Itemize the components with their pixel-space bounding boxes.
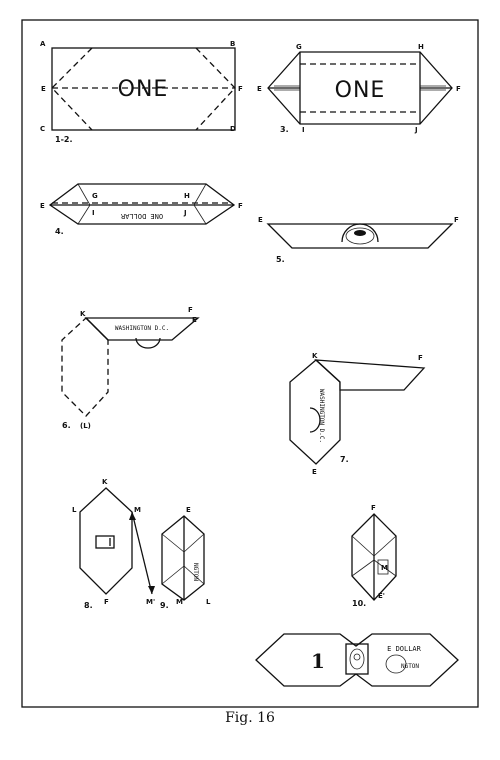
point-label-f-3: F [456,85,461,93]
point-label-j-4: J [183,209,187,217]
point-label-e-4: E [40,202,45,210]
point-label-f-5: F [454,216,459,224]
point-label-i: I [302,126,305,134]
step-9: NGTON E L M 9. [160,506,211,610]
point-label-e-9: E [186,506,191,514]
step-label-9: 9. [160,601,169,610]
step-label-4: 4. [55,227,64,236]
point-label-g-4: G [92,192,98,200]
point-label-m: M [134,506,141,514]
point-label-e-5: E [258,216,263,224]
point-label-c: C [40,125,45,133]
point-label-l-paren: (L) [80,422,91,430]
point-label-f: F [238,85,243,93]
page-frame [21,19,479,708]
step-label-6: 6. [62,421,71,430]
hexagon-9 [161,515,205,601]
step-label-8: 8. [84,601,93,610]
bill-label-washington: WASHINGTON D.C. [115,325,169,332]
point-label-f-7: F [418,354,423,362]
point-label-f-8: F [104,598,109,606]
step-6: WASHINGTON D.C. K F E (L) 6. [61,306,200,430]
portrait-center [345,643,369,675]
strip-6-edge [85,317,109,341]
step-label-7: 7. [340,455,349,464]
point-label-k-8: K [102,478,108,486]
final-label-e-dollar: E DOLLAR [387,645,422,653]
bill-label-one: ONE [118,77,169,102]
bill-rectangle [51,47,236,131]
final-result: 1 E DOLLAR NGTON [255,633,459,687]
step-label-5: 5. [276,255,285,264]
point-label-i-4: I [92,209,95,217]
step-1-2: ONE A B E F C D 1-2. [40,40,243,144]
point-label-e-prime: E' [378,592,385,600]
step-7: WASHINGTON D.C. K F E 7. [289,352,426,476]
point-label-f-6: F [188,306,193,314]
point-label-h: H [418,43,424,51]
point-label-e-6: E [192,316,197,324]
point-label-d: D [230,125,236,133]
bill-label-washington-7: WASHINGTON D.C. [318,389,325,443]
step-label-1-2: 1-2. [55,135,73,144]
numeral-plate [95,535,115,549]
step-label-3: 3. [280,125,289,134]
step-4: ONE DOLLAR G H I J E F 4. [40,183,243,236]
arrow-m-m-prime [131,511,153,595]
point-label-a: A [40,40,46,48]
final-label-ngton: NGTON [401,663,419,670]
step-5: E F 5. [258,216,459,264]
final-bowtie [255,633,459,687]
bill-label-one-dollar: ONE DOLLAR [120,212,163,220]
point-label-m-prime: M' [146,598,155,606]
point-label-f-4: F [238,202,243,210]
figure-caption: Fig. 16 [225,710,275,726]
final-numeral-one: 1 [311,649,325,673]
point-label-k-7: K [312,352,318,360]
portrait-circle [341,223,379,243]
hexagon-8 [79,487,133,595]
step-3: ONE G H E F I J 3. [257,43,461,134]
point-label-k: K [80,310,86,318]
point-label-j: J [414,126,418,134]
point-label-h-4: H [184,192,190,200]
point-label-g: G [296,43,302,51]
point-label-e: E [41,85,46,93]
bill-label-one-3: ONE [335,78,386,103]
step-label-10: 10. [352,599,366,608]
point-label-m-10: M [381,564,388,572]
point-label-b: B [230,40,235,48]
point-label-m-9: M [176,598,183,606]
step-10: F M E' 10. [351,504,397,608]
step-8: K L M F M' 8. [72,478,155,610]
diagonal-folds-right [195,47,236,131]
point-label-e-7: E [312,468,317,476]
diagonal-folds [51,47,93,131]
trapezoid-strip [266,223,454,249]
bill-label-ngton-9: NGTON [192,563,199,581]
point-label-l-9: L [206,598,211,606]
point-label-l-8: L [72,506,77,514]
point-label-f-10: F [371,504,376,512]
point-label-e-3: E [257,85,262,93]
